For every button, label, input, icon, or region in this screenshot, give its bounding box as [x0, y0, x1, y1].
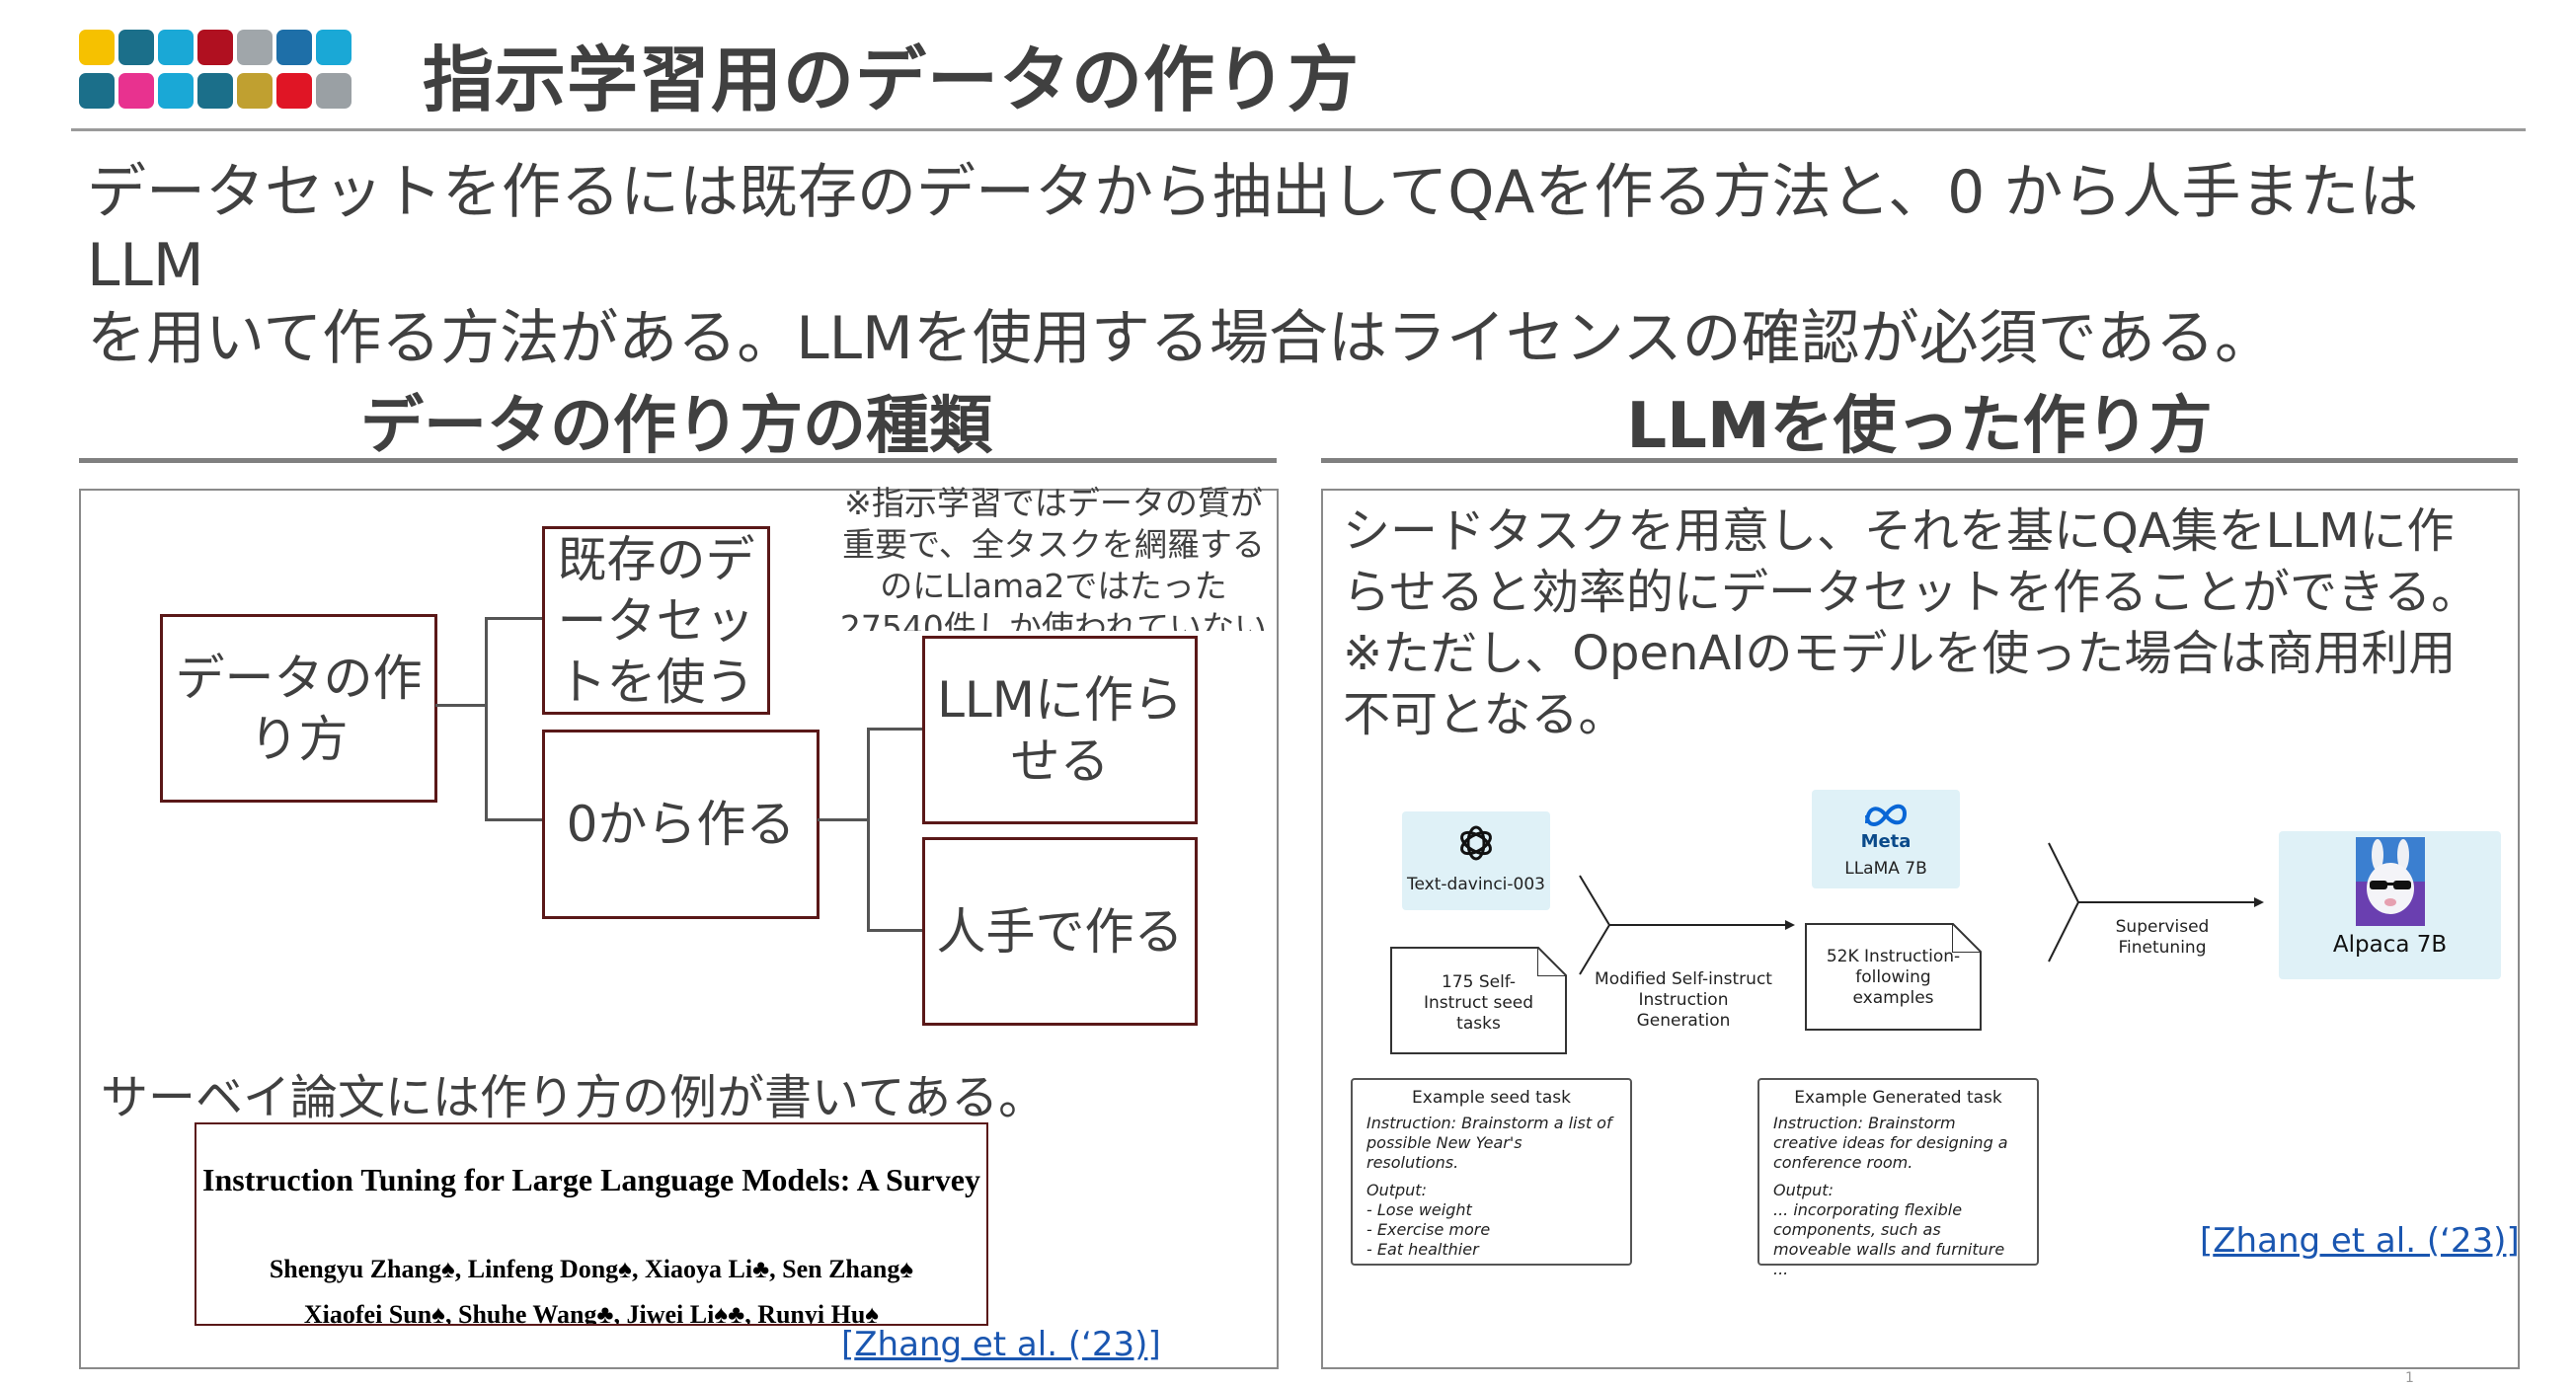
generated-examples-label: 52K Instruction-following examples: [1826, 947, 1961, 1008]
meta-card: Meta LLaMA 7B: [1812, 790, 1960, 888]
right-section-title: LLMを使った作り方: [1626, 390, 2213, 463]
example-generated-instruction: Instruction: Brainstorm creative ideas f…: [1773, 1114, 2008, 1172]
logo-tile: [118, 30, 154, 65]
citation-link-right[interactable]: [Zhang et al. (‘23)]: [2200, 1221, 2520, 1261]
openai-icon: [1460, 825, 1492, 861]
seed-tasks-label: 175 Self-Instruct seed tasks: [1423, 972, 1534, 1034]
arrow-finetuning-label: Supervised Finetuning: [2115, 917, 2210, 958]
lead-line-2: を用いて作る方法がある。LLMを使用する場合はライセンスの確認が必須である。: [87, 304, 2275, 373]
example-seed-output-item: - Eat healthier: [1366, 1240, 1479, 1259]
left-section-title: データの作り方の種類: [360, 390, 992, 463]
connector: [867, 728, 870, 931]
from-scratch-box: 0から作る: [542, 730, 820, 919]
example-seed-output-item: - Lose weight: [1366, 1200, 1472, 1219]
logo-tile: [316, 30, 351, 65]
paper-title: Instruction Tuning for Large Language Mo…: [202, 1162, 980, 1197]
example-generated-output-label: Output:: [1773, 1181, 1834, 1199]
left-panel: データの作り方 既存のデータセットを使う 0から作る LLMに作らせる 人手で作…: [79, 484, 1279, 1369]
paper-authors: Shengyu Zhang♠, Linfeng Dong♠, Xiaoya Li…: [269, 1255, 914, 1283]
right-section-divider: [1321, 458, 2518, 463]
arrow-generation: [1579, 875, 1795, 975]
citation-link-left[interactable]: [Zhang et al. (‘23)]: [841, 1325, 1161, 1364]
alpaca-label: Alpaca 7B: [2332, 932, 2448, 958]
logo-tile: [197, 73, 233, 109]
doc-fold-icon: [1952, 923, 1982, 953]
title-divider: [71, 128, 2526, 131]
lead-paragraph: データセットを作るには既存のデータから抽出してQAを作る方法と、0 から人手また…: [87, 156, 2516, 375]
logo-tile: [158, 73, 194, 109]
openai-card: Text-davinci-003: [1402, 811, 1550, 910]
connector: [867, 929, 922, 932]
meta-label: LLaMA 7B: [1844, 859, 1927, 879]
note-text: ※指示学習ではデータの質が重要で、全タスクを網羅するのにLlama2ではたった2…: [839, 484, 1268, 631]
meta-brand: Meta: [1860, 831, 1912, 852]
example-seed-task: Example seed task Instruction: Brainstor…: [1351, 1078, 1632, 1266]
connector: [435, 704, 487, 707]
logo: [79, 30, 380, 114]
example-generated-output: ... incorporating flexible components, s…: [1773, 1200, 2005, 1278]
connector: [485, 617, 488, 820]
right-description: シードタスクを用意し、それを基にQA集をLLMに作らせると効率的にデータセットを…: [1343, 503, 2479, 742]
page-mark: 1: [2405, 1370, 2414, 1386]
alpaca-card: Alpaca 7B: [2279, 831, 2501, 979]
citation-text[interactable]: Zhang et al. (‘23): [854, 1325, 1148, 1364]
logo-tile: [197, 30, 233, 65]
connector: [485, 818, 542, 821]
example-seed-output-label: Output:: [1366, 1181, 1427, 1199]
example-generated-title: Example Generated task: [1794, 1088, 2002, 1108]
paper-authors-cut: Xiaofei Sun♠, Shuhe Wang♣, Jiwei Li♠♣, R…: [303, 1300, 880, 1326]
openai-label: Text-davinci-003: [1407, 875, 1545, 894]
meta-icon: [1865, 804, 1908, 826]
human-create-box: 人手で作る: [922, 837, 1198, 1026]
left-section-divider: [79, 458, 1277, 463]
alpaca-icon: [2355, 837, 2425, 926]
arrow-generation-label: Modified Self-instruct Instruction Gener…: [1595, 969, 1772, 1031]
paper-snippet: Instruction Tuning for Large Language Mo…: [195, 1122, 988, 1326]
logo-tile: [276, 73, 312, 109]
connector: [867, 728, 922, 731]
connector: [818, 818, 869, 821]
lead-line-1: データセットを作るには既存のデータから抽出してQAを作る方法と、0 から人手また…: [87, 158, 2419, 300]
logo-tile: [237, 73, 273, 109]
example-seed-title: Example seed task: [1412, 1088, 1571, 1108]
survey-caption: サーベイ論文には作り方の例が書いてある。: [101, 1070, 1047, 1125]
llm-generate-box: LLMに作らせる: [922, 636, 1198, 824]
example-seed-instruction: Instruction: Brainstorm a list of possib…: [1366, 1114, 1612, 1172]
arrow-finetuning: [2048, 842, 2264, 963]
example-seed-output-item: - Exercise more: [1366, 1220, 1491, 1239]
citation-text[interactable]: Zhang et al. (‘23): [2213, 1221, 2507, 1261]
doc-fold-icon: [1537, 947, 1567, 976]
existing-dataset-box: 既存のデータセットを使う: [542, 526, 770, 715]
logo-tile: [79, 73, 115, 109]
seed-tasks-doc: 175 Self-Instruct seed tasks: [1390, 947, 1567, 1054]
page-title: 指示学習用のデータの作り方: [423, 39, 1361, 121]
logo-tile: [237, 30, 273, 65]
logo-tile: [276, 30, 312, 65]
logo-tile: [158, 30, 194, 65]
logo-tile: [118, 73, 154, 109]
root-box: データの作り方: [160, 614, 437, 803]
logo-tile: [316, 73, 351, 109]
right-panel: シードタスクを用意し、それを基にQA集をLLMに作らせると効率的にデータセットを…: [1321, 489, 2520, 1369]
example-generated-task: Example Generated task Instruction: Brai…: [1757, 1078, 2039, 1278]
generated-examples-doc: 52K Instruction-following examples: [1805, 923, 1982, 1031]
logo-tile: [79, 30, 115, 65]
connector: [485, 617, 542, 620]
